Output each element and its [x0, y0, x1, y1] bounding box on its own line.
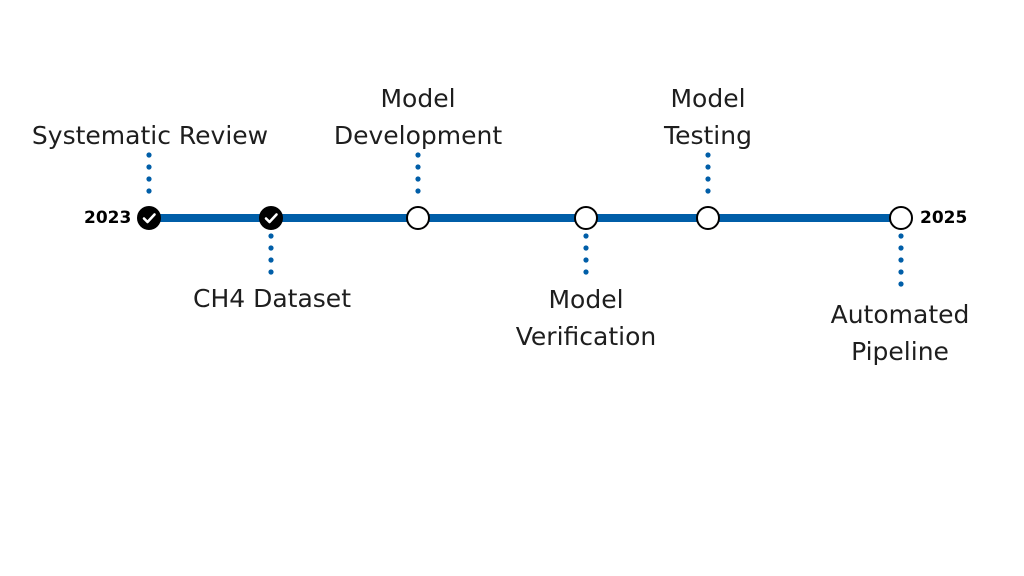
milestone-pending-marker	[889, 206, 913, 230]
milestone-pending-marker	[696, 206, 720, 230]
milestone-label-line: Testing	[664, 121, 752, 150]
milestone-completed-marker	[137, 206, 161, 230]
milestone-label-line: Model	[670, 84, 746, 113]
milestone-pending-marker	[574, 206, 598, 230]
milestone-completed-marker	[259, 206, 283, 230]
end-year-label: 2025	[920, 208, 968, 228]
milestone-label-line: Pipeline	[851, 337, 949, 366]
milestone-connector-dots	[705, 152, 711, 194]
milestone-connector-dots	[415, 152, 421, 194]
milestone-connector-dots	[583, 233, 589, 275]
milestone-label-line: Systematic Review	[31, 121, 269, 150]
milestone-connector-dots	[146, 152, 152, 194]
milestone-label-line: Model	[380, 84, 456, 113]
milestone-label-line: Automated	[830, 300, 970, 329]
milestone-label-model-testing: Model Testing	[558, 80, 858, 154]
start-year-label: 2023	[84, 208, 132, 228]
milestone-label-line: CH4 Dataset	[192, 284, 351, 313]
milestone-label-line: Verification	[515, 322, 657, 351]
milestone-label-model-development: Model Development	[268, 80, 568, 154]
milestone-label-model-verification: Model Verification	[436, 281, 736, 355]
milestone-label-ch4-dataset: CH4 Dataset	[122, 280, 422, 317]
checkmark-icon	[264, 213, 278, 224]
milestone-label-line: Development	[333, 121, 503, 150]
milestone-label-line: Model	[548, 285, 624, 314]
milestone-label-systematic-review: Systematic Review	[0, 117, 300, 154]
milestone-label-automated-pipeline: Automated Pipeline	[750, 296, 1024, 370]
checkmark-icon	[142, 213, 156, 224]
milestone-connector-dots	[898, 233, 904, 287]
milestone-connector-dots	[268, 233, 274, 275]
milestone-pending-marker	[406, 206, 430, 230]
